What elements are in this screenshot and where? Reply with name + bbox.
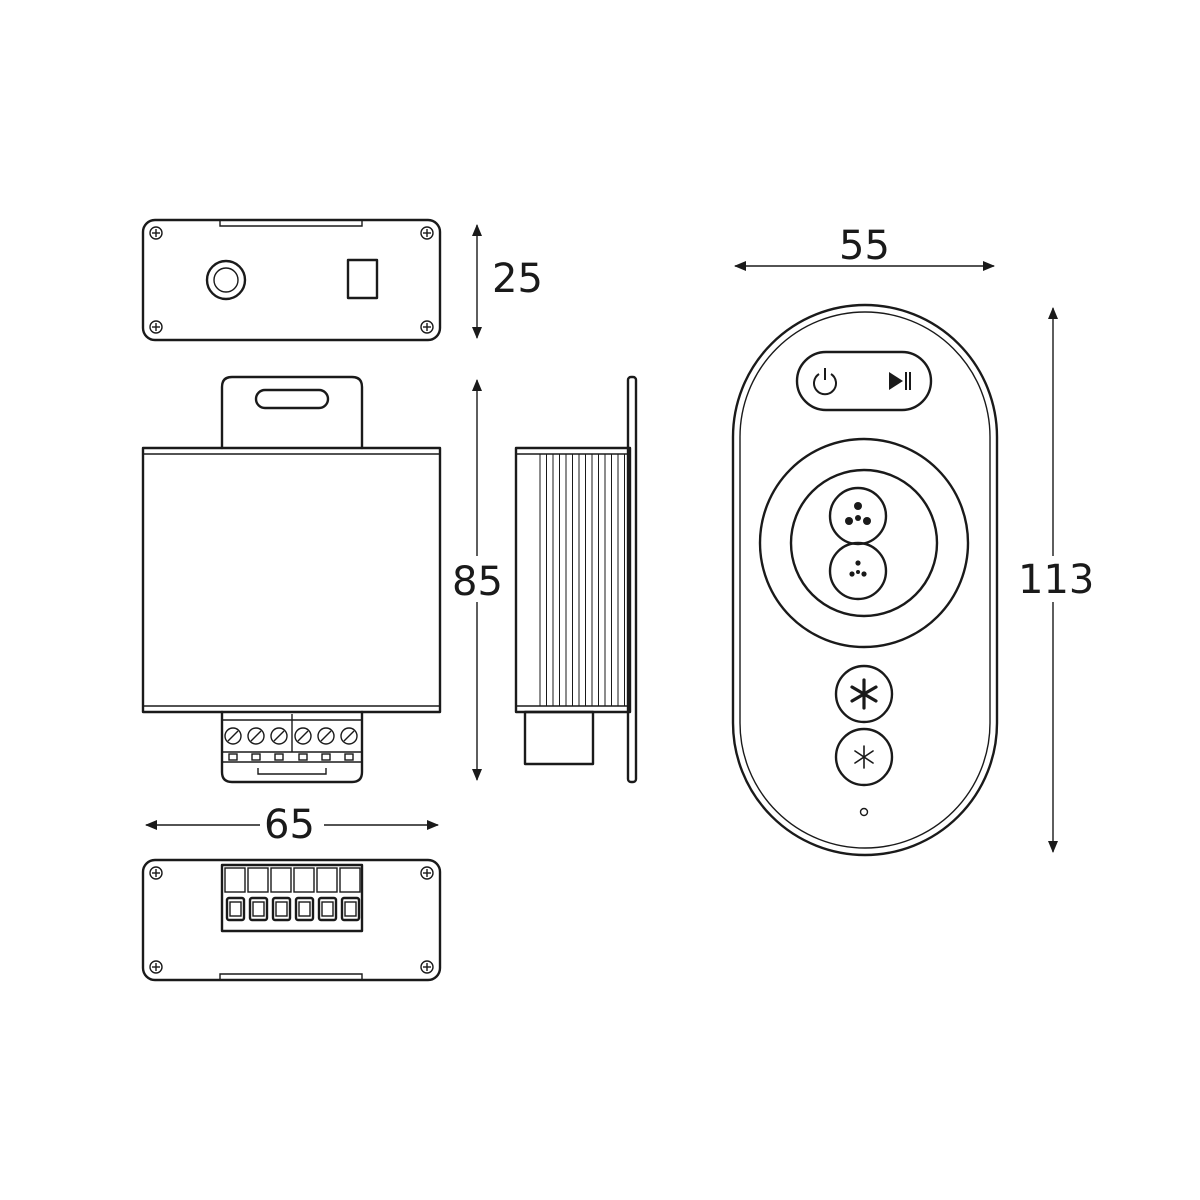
remote-edge (739, 311, 991, 849)
terminal-screw-icon (224, 727, 242, 745)
controller-top-view (141, 218, 442, 342)
dimension-label-65: 65 (264, 802, 315, 848)
brightness-down-icon (854, 745, 874, 769)
screw-icon (149, 960, 163, 974)
terminal-socket-icon (248, 896, 269, 922)
top-view-body (141, 218, 442, 342)
terminal-socket-icon (225, 896, 246, 922)
dimension-label-55: 55 (839, 223, 890, 269)
dimension-front-height: 85 (450, 379, 504, 781)
terminal-screw-icon (294, 727, 312, 745)
power-icon[interactable] (813, 368, 837, 396)
dots-small-icon (849, 560, 867, 577)
dots-large-icon (845, 502, 871, 525)
terminal-screw-icon (317, 727, 335, 745)
bottom-terminal-block (220, 863, 364, 933)
remote-control (731, 303, 999, 857)
screw-icon (420, 866, 434, 880)
screw-icon (149, 320, 163, 334)
terminal-socket-icon (317, 896, 338, 922)
dimension-remote-width: 55 (734, 223, 995, 271)
front-view-body (141, 446, 442, 714)
top-view-lip (219, 220, 363, 227)
screw-icon (420, 226, 434, 240)
mounting-slot (254, 388, 330, 410)
controller-bottom-view (141, 858, 442, 982)
bottom-view-body (141, 858, 442, 982)
side-terminal (523, 710, 595, 766)
terminal-socket-icon (340, 896, 361, 922)
brightness-up-button[interactable] (834, 664, 894, 724)
controller-side-view (514, 375, 638, 784)
mounting-plate (626, 375, 638, 784)
dimension-top-height: 25 (472, 224, 550, 339)
play-pause-icon[interactable] (889, 372, 911, 390)
color-button-b[interactable] (828, 541, 888, 601)
controller-front-view (141, 375, 442, 784)
terminal-socket-icon (294, 896, 315, 922)
terminal-screw-icon (247, 727, 265, 745)
power-play-button[interactable] (795, 350, 933, 412)
terminal-screw-icon (270, 727, 288, 745)
screw-icon (420, 320, 434, 334)
indicator-led-icon (859, 807, 869, 817)
screw-icon (420, 960, 434, 974)
terminal-block-icon (220, 710, 364, 784)
switch-icon (346, 258, 379, 300)
dimension-remote-height: 113 (1016, 307, 1094, 853)
brightness-down-button[interactable] (834, 727, 894, 787)
terminal-screw-icon (340, 727, 358, 745)
remote-body (731, 303, 999, 857)
dc-jack-inner (213, 267, 239, 293)
touch-ring-inner (789, 468, 939, 618)
dimension-label-25: 25 (492, 256, 543, 302)
screw-icon (149, 226, 163, 240)
dimension-label-85: 85 (452, 559, 503, 605)
dimension-width: 65 (145, 800, 439, 848)
brightness-up-icon (850, 678, 878, 710)
dc-jack-icon (205, 259, 247, 301)
terminal-socket-icon (271, 896, 292, 922)
dimension-label-113: 113 (1018, 557, 1094, 603)
screw-icon (149, 866, 163, 880)
touch-ring[interactable] (758, 437, 970, 649)
mounting-tab (220, 375, 364, 450)
